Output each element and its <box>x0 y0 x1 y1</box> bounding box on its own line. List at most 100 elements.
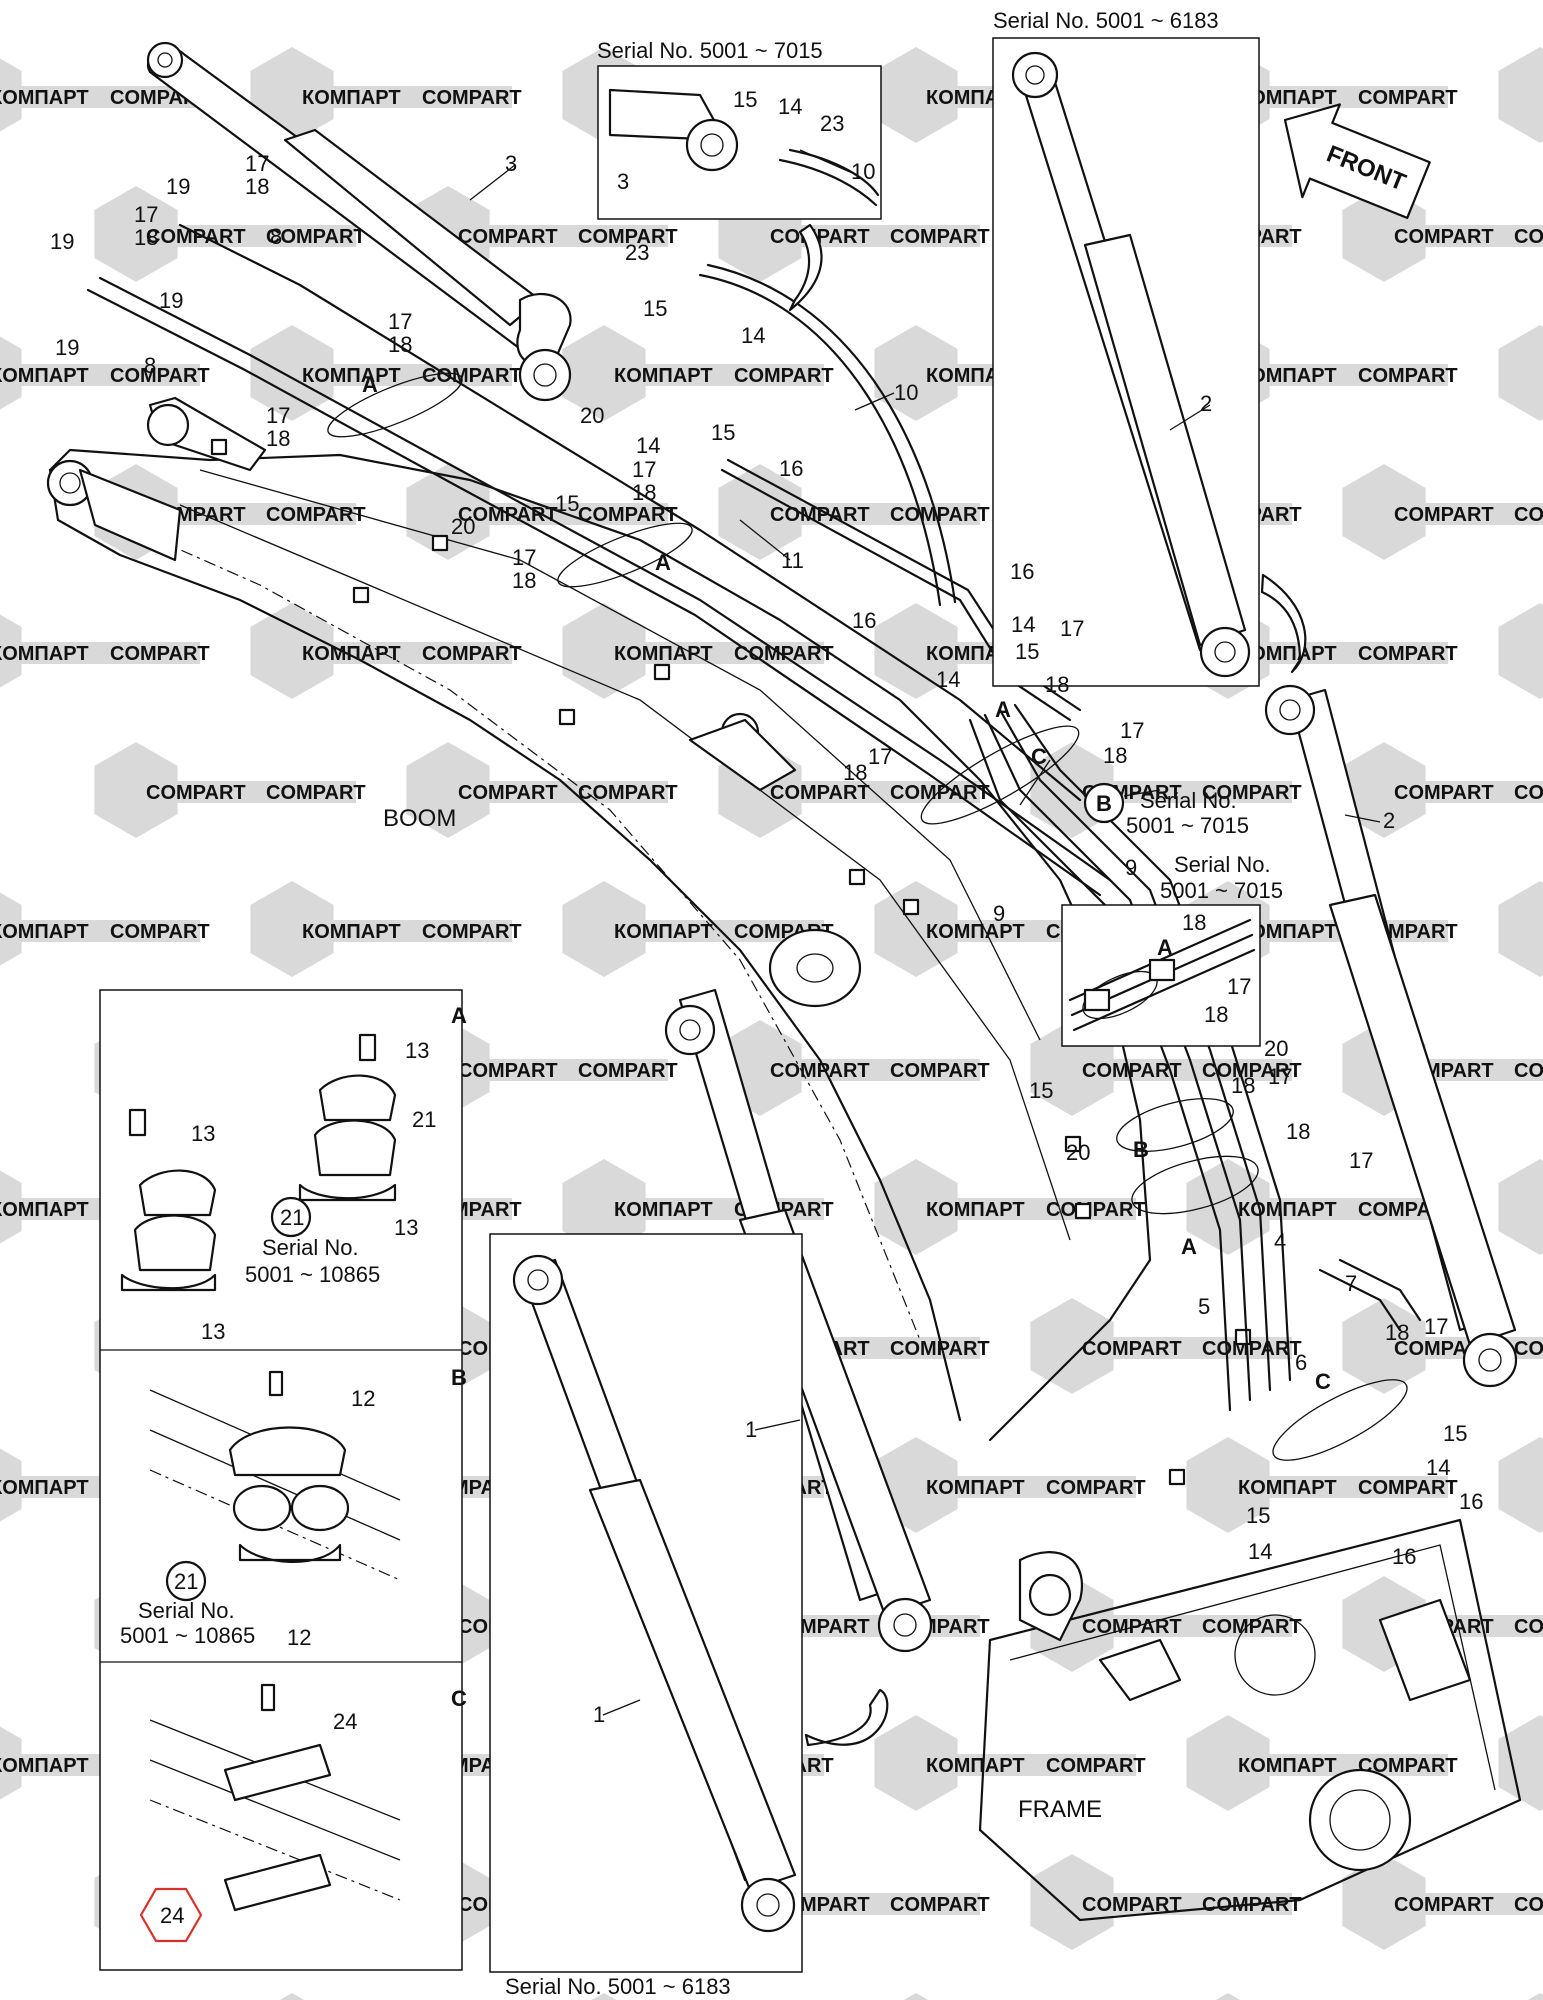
watermark-text: COMPART <box>1202 1338 1302 1360</box>
watermark-text: COMPART <box>890 1894 990 1916</box>
callout-15: 15 <box>733 87 757 112</box>
callout-5: 5 <box>1198 1294 1210 1319</box>
watermark-band <box>1032 1893 1292 1915</box>
watermark-text: КОМПАРТ <box>0 643 89 665</box>
callout-16: 16 <box>779 456 803 481</box>
watermark-band <box>1500 86 1543 108</box>
callout-14: 14 <box>1248 1539 1272 1564</box>
watermark-band <box>876 1476 1136 1498</box>
callout-13: 13 <box>201 1319 225 1344</box>
watermark-text: COMPART <box>146 226 246 248</box>
callout-18: 18 <box>1286 1119 1310 1144</box>
watermark-text: КОМПАРТ <box>0 1755 89 1777</box>
callout-21: 21 <box>412 1107 436 1132</box>
watermark-hex-icon <box>1215 1993 1241 2000</box>
inset-cylinder-top-right <box>992 37 1260 687</box>
watermark-text: КОМПАРТ <box>0 1477 89 1499</box>
watermark-band <box>1032 1615 1292 1637</box>
watermark-band <box>1344 225 1543 247</box>
watermark-text: COMPART <box>1394 782 1494 804</box>
watermark-text: COMPART <box>422 921 522 943</box>
watermark-band <box>720 225 980 247</box>
watermark-text: КОМПАРТ <box>614 1199 713 1221</box>
watermark-text: COMPART <box>1082 1060 1182 1082</box>
callout-15: 15 <box>643 296 667 321</box>
highlight-24-label: 24 <box>160 1903 184 1928</box>
watermark-band <box>1500 1754 1543 1776</box>
callout-18: 18 <box>266 426 290 451</box>
callout-18: 18 <box>512 568 536 593</box>
section-c-label: C <box>451 1686 467 1711</box>
callout-8: 8 <box>270 224 282 249</box>
callout-18: 18 <box>1385 1320 1409 1345</box>
watermark-band <box>1500 1198 1543 1220</box>
callout-16: 16 <box>852 608 876 633</box>
ref-c: C <box>1315 1369 1331 1394</box>
watermark-text: COMPART <box>110 643 210 665</box>
inset-indicator-arrow-top <box>788 223 823 312</box>
watermark-text: КОМПАРТ <box>302 365 401 387</box>
watermark-band <box>564 920 824 942</box>
watermark-hex-icon <box>0 1993 22 2000</box>
callout-13: 13 <box>405 1038 429 1063</box>
frame-label: FRAME <box>1018 1796 1102 1823</box>
watermark-band <box>0 364 200 386</box>
callout-18: 18 <box>1231 1073 1255 1098</box>
watermark-text: COMPART <box>422 87 522 109</box>
callout-1: 1 <box>593 1702 605 1727</box>
watermark-text: COMPART <box>890 1338 990 1360</box>
callout-3: 3 <box>617 169 629 194</box>
watermark-band <box>252 364 512 386</box>
callout-17: 17 <box>1349 1148 1373 1173</box>
boom-assembly <box>46 396 1252 1486</box>
watermark-text: COMPART <box>266 504 366 526</box>
callout-19: 19 <box>55 335 79 360</box>
watermark-text: COMPART <box>770 782 870 804</box>
callout-18: 18 <box>1182 910 1206 935</box>
watermark-band <box>564 364 824 386</box>
watermark-text: COMPART <box>110 921 210 943</box>
ref-a: A <box>1157 935 1173 960</box>
watermark-text: КОМПАРТ <box>926 921 1025 943</box>
upper-frame <box>978 1518 1522 1922</box>
watermark-text: COMPART <box>110 365 210 387</box>
watermark-band <box>720 503 980 525</box>
watermark-band <box>720 781 980 803</box>
ref-circle-21-a <box>270 1196 312 1238</box>
serial-right-detail-range: 5001 ~ 7015 <box>1160 878 1283 903</box>
watermark-band <box>0 86 200 108</box>
watermark-text: COMPART <box>1394 226 1494 248</box>
callout-9: 9 <box>993 901 1005 926</box>
callout-18: 18 <box>245 174 269 199</box>
callout-15: 15 <box>555 491 579 516</box>
highlight-part-24: 24 <box>139 1887 203 1943</box>
callout-17: 17 <box>632 457 656 482</box>
watermark-text: КОМПАРТ <box>926 1199 1025 1221</box>
watermark-band <box>408 225 668 247</box>
watermark-band <box>1344 503 1543 525</box>
watermark-band <box>408 1059 668 1081</box>
detail-b-clamp <box>149 1370 401 1581</box>
watermark-text: COMPART <box>1394 1894 1494 1916</box>
callout-17: 17 <box>245 151 269 176</box>
watermark-text: КОМПАРТ <box>0 1199 89 1221</box>
watermark-band <box>96 225 356 247</box>
callout-7: 7 <box>1345 1271 1357 1296</box>
watermark-text: COMPART <box>146 782 246 804</box>
watermark-text: КОМПАРТ <box>1238 365 1337 387</box>
watermark-text: COMPART <box>1514 782 1543 804</box>
watermark-text: COMPART <box>458 782 558 804</box>
watermark-band <box>1500 364 1543 386</box>
watermark-text: COMPART <box>1202 782 1302 804</box>
callout-20: 20 <box>451 514 475 539</box>
watermark-text: COMPART <box>266 782 366 804</box>
serial-detail-b: Serial No. <box>138 1598 235 1623</box>
watermark-text: COMPART <box>578 504 678 526</box>
callout-1: 1 <box>745 1417 757 1442</box>
serial-bottom: Serial No. 5001 ~ 6183 <box>505 1974 731 1999</box>
callout-14: 14 <box>1011 612 1035 637</box>
callout-17: 17 <box>388 309 412 334</box>
callout-18: 18 <box>843 760 867 785</box>
callout-21: 21 <box>174 1569 198 1594</box>
watermark-band <box>0 920 200 942</box>
